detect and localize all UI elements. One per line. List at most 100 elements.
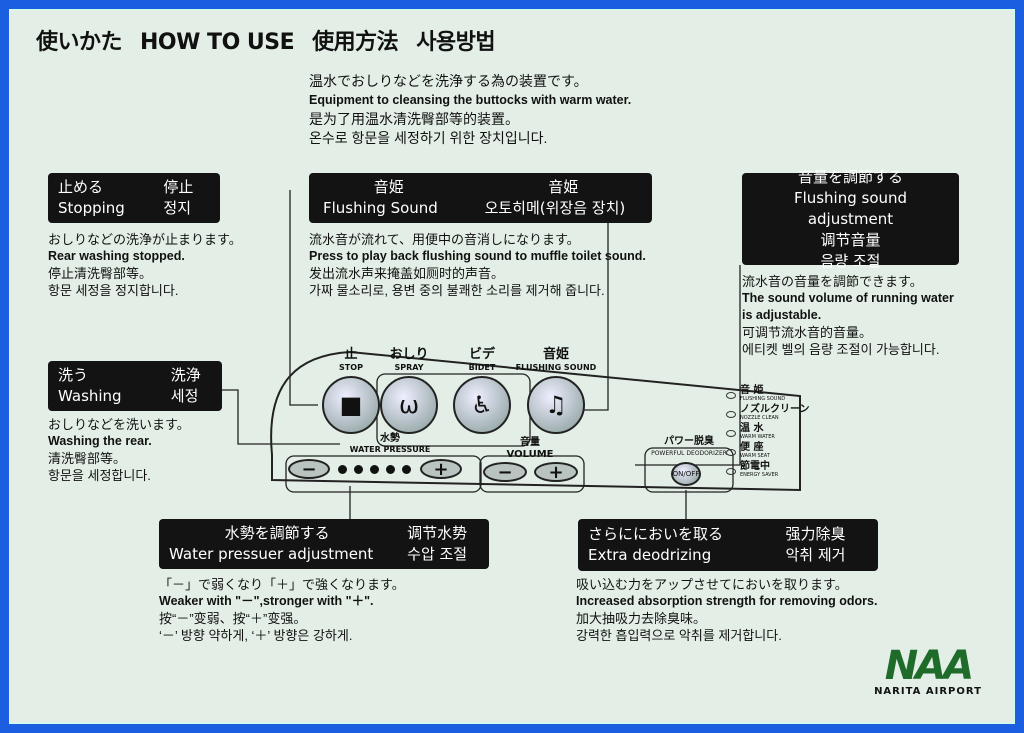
spray-label-en: SPRAY: [394, 363, 424, 372]
music-note-icon: ♫: [545, 391, 567, 419]
desc-ja: 「－」で弱くなり「＋」で強くなります。: [159, 577, 405, 592]
label-en: Extra deodrizing: [588, 546, 712, 564]
sound-label-ja: 音姫: [542, 347, 569, 362]
desc-ko: 항문을 세정합니다.: [48, 468, 151, 483]
desc-ja: 流水音の音量を調節できます。: [742, 274, 923, 289]
stop-button[interactable]: ■: [322, 376, 380, 434]
indicator-label-ja: ノズルクリーン: [740, 404, 810, 415]
indicator-label-ja: 便 座: [740, 442, 764, 453]
deodorizing-desc: 吸い込む力をアップさせてにおいを取ります。 Increased absorpti…: [576, 576, 877, 644]
volume-decrease-button[interactable]: −: [483, 462, 527, 483]
leader-volume: [635, 265, 741, 466]
desc-ko: 에티켓 벨의 음량 조절이 가능합니다.: [742, 342, 940, 357]
bidet-label-en: BIDET: [468, 363, 496, 372]
label-ja: さらににおいを取る: [588, 525, 724, 543]
indicator-label-ja: 温 水: [740, 423, 764, 434]
stop-icon: ■: [339, 391, 363, 419]
water-pressure-desc: 「－」で弱くなり「＋」で強くなります。 Weaker with "－",stro…: [159, 576, 405, 644]
stop-label-en: STOP: [339, 363, 363, 372]
desc-en-2: is adjustable.: [742, 308, 822, 322]
indicator-label-ja: 節電中: [740, 461, 770, 472]
leader-sound: [580, 223, 609, 411]
pressure-label-en: WATER PRESSURE: [349, 445, 431, 454]
indicator-lamp: [726, 449, 736, 456]
label-ja: 音量を調節する: [797, 167, 903, 186]
volume-adjust-label: 音量を調節する Flushing sound adjustment 调节音量 음…: [742, 168, 959, 270]
flushing-sound-desc: 流水音が流れて、用便中の音消しになります。 Press to play back…: [309, 231, 729, 299]
bidet-icon: ♿: [471, 391, 493, 419]
desc-ko: 강력한 흡입력으로 악취를 제거합니다.: [576, 628, 782, 643]
volume-increase-button[interactable]: +: [534, 461, 578, 483]
flushing-sound-button[interactable]: ♫: [527, 376, 585, 434]
label-zh: 洗浄: [170, 366, 201, 384]
label-zh: 强力除臭: [785, 525, 846, 543]
intro-text: 温水でおしりなどを洗浄する為の装置です。 Equipment to cleans…: [309, 72, 631, 148]
label-en: Flushing sound adjustment: [793, 188, 908, 228]
stopping-desc: おしりなどの洗浄が止まります。 Rear washing stopped. 停止…: [48, 231, 242, 299]
water-pressure-label: 水勢を調節する 调节水势 Water pressuer adjustment 수압 …: [159, 519, 489, 569]
intro-ko: 온수로 항문을 세정하기 위한 장치입니다.: [309, 130, 548, 146]
pressure-group-frame: [285, 455, 482, 493]
title-zh: 使用方法: [312, 30, 399, 55]
deodorizer-label-ja: パワー脱臭: [664, 436, 714, 447]
desc-zh: 可调节流水音的音量。: [742, 325, 873, 340]
label-ko: 음량 조절: [820, 251, 881, 270]
label-en: Washing: [58, 387, 122, 405]
label-ja: 止める: [58, 178, 104, 196]
pressure-level-dot: [370, 465, 379, 474]
label-ko: 정지: [163, 199, 192, 217]
desc-ja: 吸い込む力をアップさせてにおいを取ります。: [576, 577, 848, 592]
pressure-level-dot: [338, 465, 347, 474]
label-ko: 수압 조절: [407, 545, 468, 563]
desc-ja: おしりなどを洗います。: [48, 417, 190, 432]
logo-mark: NAA: [884, 643, 974, 689]
label-en: Water pressuer adjustment: [169, 545, 374, 563]
desc-en: Increased absorption strength for removi…: [576, 594, 878, 608]
label-ja: 洗う: [58, 366, 89, 384]
desc-ko: 가짜 물소리로, 용변 중의 불쾌한 소리를 제거해 줍니다.: [309, 283, 605, 298]
pressure-decrease-button[interactable]: −: [288, 458, 330, 480]
plus-icon: +: [548, 461, 564, 483]
stop-label-ja: 止: [344, 347, 358, 362]
indicator-label-en: WARM WATER: [740, 434, 775, 440]
minus-icon: −: [301, 458, 317, 480]
label-zh: 调节音量: [820, 230, 881, 249]
leader-stop: [289, 190, 318, 406]
naa-logo: NAA NARITA AIRPORT: [848, 646, 1008, 697]
desc-zh: 清洗臀部等。: [48, 451, 127, 466]
deodorizer-onoff-button[interactable]: ON/OFF: [671, 462, 701, 486]
desc-zh: 发出流水声来掩盖如厕时的声音。: [309, 266, 505, 281]
pressure-level-dot: [386, 465, 395, 474]
label-ja: 水勢を調節する: [224, 524, 330, 542]
indicator-label-ja: 音 姫: [740, 385, 764, 396]
title-ja: 使いかた: [36, 30, 123, 55]
label-en: Flushing Sound: [323, 199, 438, 217]
label-ko: 악취 제거: [785, 546, 846, 564]
label-ko: 세정: [170, 387, 199, 405]
indicator-label-en: ENERGY SAVER: [740, 472, 779, 478]
indicator-label-en: NOZZLE CLEAN: [740, 415, 779, 421]
desc-ja: おしりなどの洗浄が止まります。: [48, 232, 242, 247]
indicator-lamp: [726, 430, 736, 437]
pressure-increase-button[interactable]: +: [420, 459, 462, 480]
spray-button[interactable]: ω: [380, 376, 438, 434]
pressure-label-ja: 水勢: [380, 433, 400, 444]
desc-en: The sound volume of running water: [742, 291, 954, 305]
pressure-level-dot: [354, 465, 363, 474]
spray-label-ja: おしり: [389, 347, 429, 362]
deodorizing-label: さらににおいを取る 强力除臭 Extra deodrizing 악취 제거: [578, 519, 878, 571]
volume-label-en: VOLUME: [506, 449, 554, 460]
label-en: Stopping: [58, 199, 125, 217]
desc-zh: 停止清洗臀部等。: [48, 266, 153, 281]
volume-label-ja: 音量: [520, 437, 540, 448]
indicator-lamp: [726, 411, 736, 418]
control-panel-diagram: [222, 190, 801, 519]
bidet-button[interactable]: ♿: [453, 376, 511, 434]
label-zh: 调节水势: [407, 524, 468, 542]
desc-ko: 항문 세정을 정지합니다.: [48, 283, 179, 298]
washing-label: 洗う 洗浄 Washing 세정: [48, 361, 222, 411]
title-en: HOW TO USE: [140, 30, 295, 55]
